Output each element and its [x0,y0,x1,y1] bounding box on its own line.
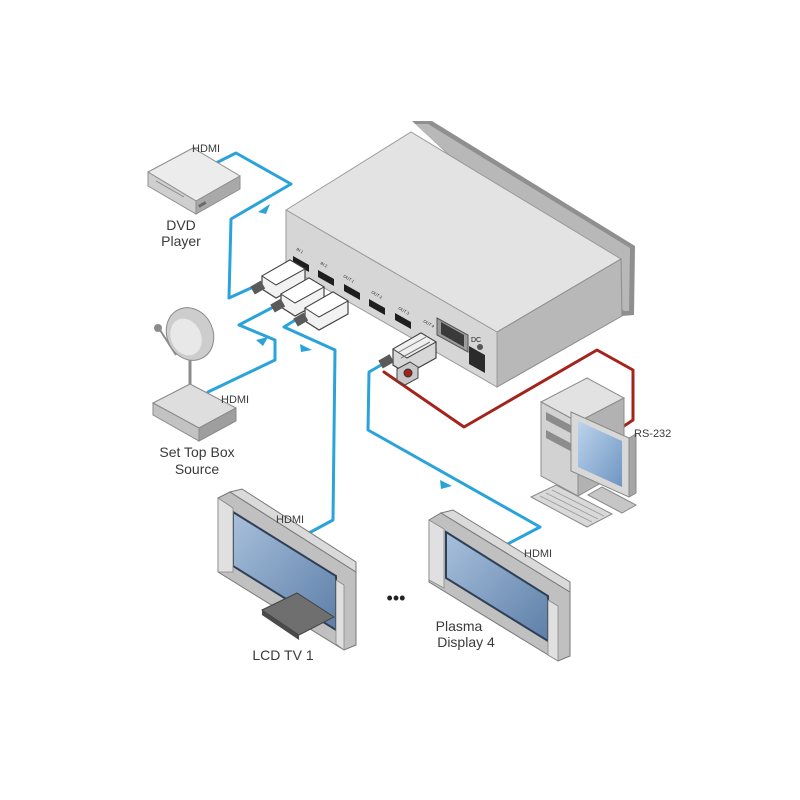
dvd-label-line2: Player [161,233,201,249]
port-label-out4: OUT 4 [423,319,436,330]
port-label-out1: OUT 1 [343,274,356,285]
device-front [285,209,498,388]
dvd-player [146,147,241,215]
hdmi-ports [293,256,411,329]
port-label-out2: OUT 2 [371,290,384,301]
stb-hdmi-label: HDMI [221,394,249,406]
arrow-dvd [258,204,270,214]
pc-computer [529,377,638,528]
lcd-hdmi-label: HDMI [276,514,304,526]
switcher-device: IN 1 IN 2 OUT 1 OUT 2 OUT 3 OUT 4 DC [250,121,635,388]
set-top-box [151,383,238,442]
plasma-label-line1: Plasma [436,618,483,634]
lcd-tv [217,488,357,651]
plasma-hdmi-label: HDMI [524,548,552,560]
cable-rs232 [382,348,635,432]
cable-out1-to-lcd [282,317,337,542]
stb-label-line2: Source [175,461,220,477]
hdmi-port-out2 [369,299,385,315]
cable-stb-to-in2 [206,301,283,394]
hdmi-cables [204,151,542,550]
stb-label-line1: Set Top Box [159,444,234,460]
dvd-hdmi-label: HDMI [192,143,220,155]
rs232-label: RS-232 [634,428,671,440]
port-label-out3: OUT 3 [398,306,411,317]
rs232-port [436,317,469,353]
dvd-label-line1: DVD [166,217,196,233]
dc-power-jack: DC [469,337,485,373]
arrow-lcd [300,344,312,352]
rs232-plug [396,361,419,386]
hdmi-plug-out4 [378,332,438,375]
hdmi-port-in2 [318,270,334,286]
cable-out4-to-plasma [366,362,542,550]
hdmi-plug-out1 [293,291,350,331]
hdmi-plug-in2 [270,277,326,317]
lcd-label: LCD TV 1 [252,647,313,663]
cable-dvd-to-in1 [204,151,293,300]
pc-screen [578,421,622,487]
hdmi-cable-arrows [256,204,452,489]
plasma-label-line2: Display 4 [437,634,495,650]
hdmi-port-out1 [344,284,360,300]
arrow-stb [256,337,268,346]
arrow-plasma [440,480,452,489]
plasma-display [428,509,571,662]
satellite-dish [154,307,215,395]
port-labels: IN 1 IN 2 OUT 1 OUT 2 OUT 3 OUT 4 [296,247,436,330]
hdmi-port-out3 [395,313,411,329]
port-label-in1: IN 1 [296,247,306,255]
hdmi-plugs [250,259,438,386]
dc-label: DC [471,337,481,344]
more-displays-ellipsis: ••• [387,588,406,608]
port-label-in2: IN 2 [320,261,330,269]
hdmi-port-in1 [293,256,309,272]
